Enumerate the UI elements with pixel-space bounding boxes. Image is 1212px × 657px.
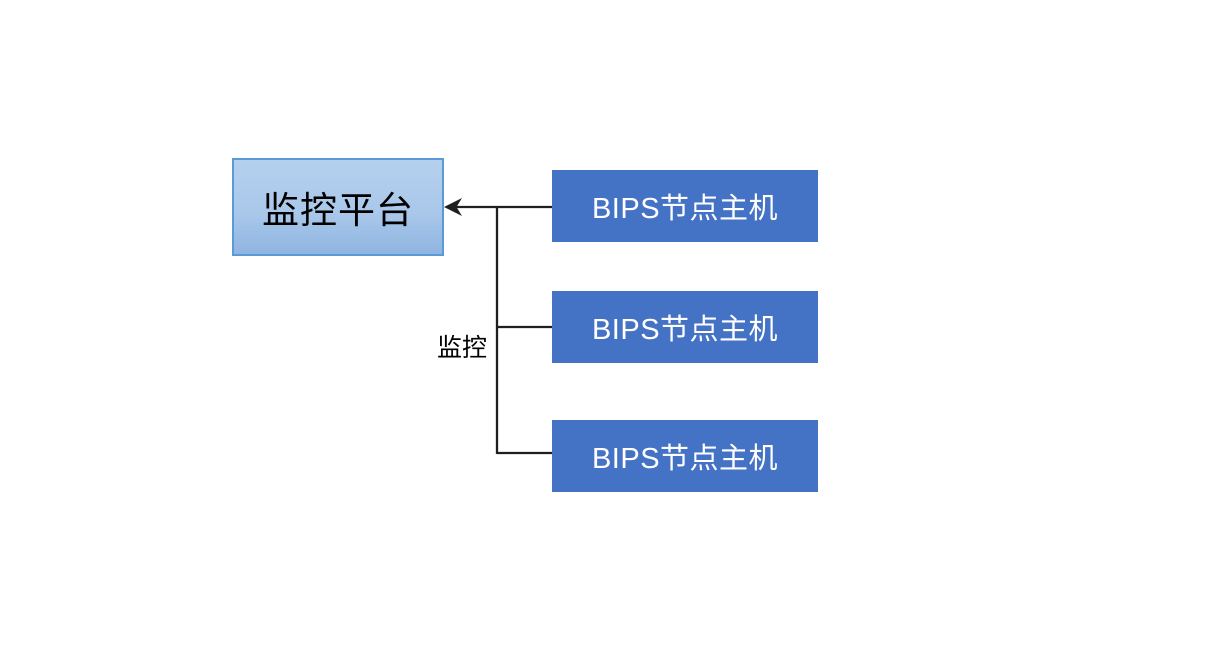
arrowhead-left-icon <box>444 198 462 216</box>
bips-node-label: BIPS节点主机 <box>591 193 779 225</box>
monitoring-platform-label: 监控平台 <box>262 190 414 231</box>
bips-node-box-1: BIPS节点主机 <box>552 170 818 242</box>
bips-node-box-3: BIPS节点主机 <box>552 420 818 492</box>
bips-node-label: BIPS节点主机 <box>591 443 779 475</box>
edge-label-monitoring: 监控 <box>437 334 488 362</box>
bips-node-box-2: BIPS节点主机 <box>552 291 818 363</box>
bips-node-label: BIPS节点主机 <box>591 314 779 346</box>
monitoring-platform-box: 监控平台 <box>232 158 444 256</box>
